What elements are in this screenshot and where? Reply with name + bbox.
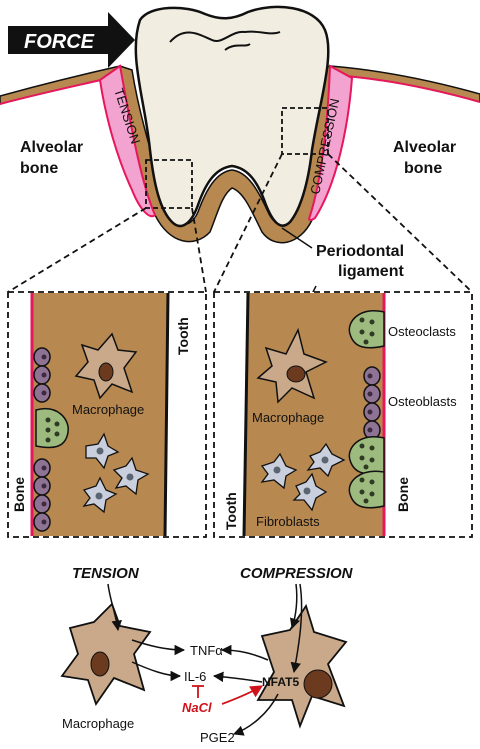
tooth-label-right: Tooth xyxy=(223,492,239,530)
force-label: FORCE xyxy=(24,31,95,53)
macrophage-left xyxy=(74,332,138,400)
nacl-inhibition xyxy=(192,685,204,698)
zoom-projection-lines xyxy=(7,153,473,293)
pge2-label: PGE2 xyxy=(200,730,235,745)
bone-label-right: Bone xyxy=(395,477,411,512)
osteoclasts-label: Osteoclasts xyxy=(388,324,456,339)
alveolar-bone-right-label-2: bone xyxy=(404,160,442,177)
nacl-label: NaCl xyxy=(182,700,212,715)
osteoblast-nuclei-right xyxy=(367,373,373,433)
zoom-box-tension xyxy=(145,159,193,209)
compression-panel: Macrophage Fibroblasts xyxy=(213,291,473,538)
pathway-cell-right xyxy=(256,603,348,729)
bone-label-left: Bone xyxy=(11,477,27,512)
pdl-label-2: ligament xyxy=(338,263,404,280)
alveolar-bone-left-label-1: Alveolar xyxy=(20,139,83,156)
osteoblasts-label: Osteoblasts xyxy=(388,394,457,409)
tension-zone xyxy=(98,64,157,218)
macrophage-left-label: Macrophage xyxy=(72,402,144,417)
compression-zone xyxy=(307,64,354,222)
macrophage-right-label: Macrophage xyxy=(252,410,324,425)
pathway: TENSION COMPRESSION Macrophage TNFα IL-6… xyxy=(60,565,354,745)
tnf-label: TNFα xyxy=(190,643,223,658)
pathway-compression-label: COMPRESSION xyxy=(240,565,354,582)
nfat5-label: NFAT5 xyxy=(262,675,299,689)
pathway-macrophage-left xyxy=(60,602,152,706)
pdl-pointer xyxy=(281,227,313,249)
force-arrow: FORCE xyxy=(8,12,135,68)
tooth-label-left: Tooth xyxy=(175,317,191,355)
zoom-box-compression xyxy=(281,107,329,155)
fibroblast-nuclei-right xyxy=(273,456,329,495)
tension-panel: Macrophage Tooth Bone xyxy=(7,291,207,538)
osteoclasts-right xyxy=(348,309,385,509)
osteoclast-nuclei-right xyxy=(359,317,375,504)
fibroblasts-label: Fibroblasts xyxy=(256,514,320,529)
macrophage-right xyxy=(256,327,328,404)
il6-label: IL-6 xyxy=(184,669,206,684)
pathway-arrows xyxy=(107,583,303,736)
pathway-macrophage-label: Macrophage xyxy=(62,716,134,731)
osteoblast-nuclei-left xyxy=(41,354,47,525)
fibroblast-nuclei-left xyxy=(95,447,134,500)
alveolar-bone-right-label-1: Alveolar xyxy=(393,139,456,156)
osteoclast-left xyxy=(35,407,69,449)
pdl-label-1: Periodontal xyxy=(316,243,404,260)
tooth xyxy=(134,5,330,228)
pathway-tension-label: TENSION xyxy=(72,565,140,582)
alveolar-bone-left-label-2: bone xyxy=(20,160,58,177)
tooth-fissure xyxy=(169,30,281,51)
nacl-activation-arrow xyxy=(221,685,264,705)
